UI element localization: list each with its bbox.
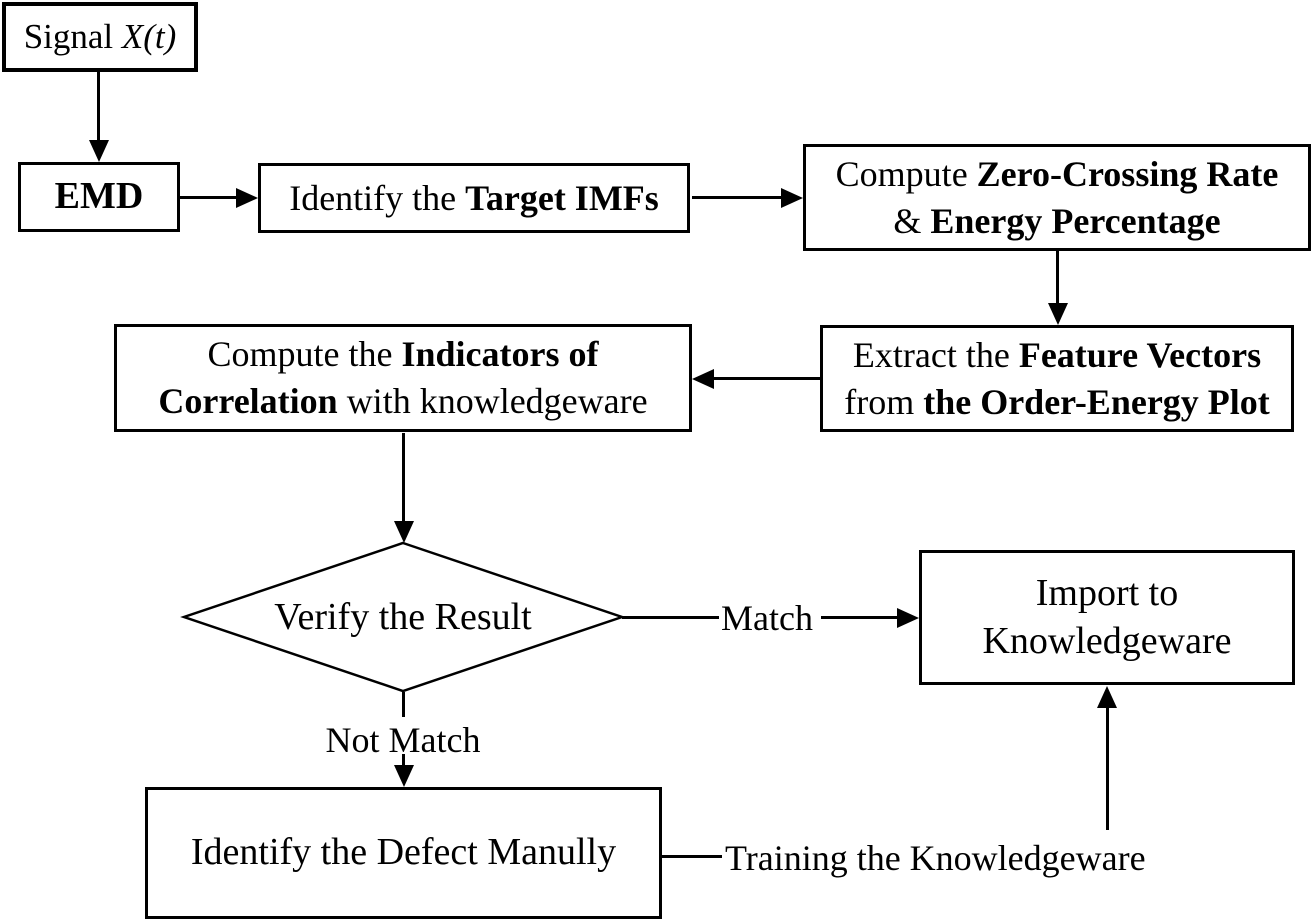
edge-extract-indicators-line	[713, 377, 820, 380]
indicators-line1-bold: Indicators of	[401, 334, 599, 375]
edge-match-line-left	[622, 616, 719, 619]
identify-bold-text: Target IMFs	[465, 177, 659, 218]
edge-match-line-right	[821, 616, 898, 619]
node-indicators-correlation: Compute the Indicators of Correlation wi…	[114, 324, 692, 432]
arrowhead-down-icon	[394, 521, 414, 543]
identify-label-text: Identify the	[289, 177, 466, 218]
extract-line2-text: from	[844, 381, 924, 422]
arrowhead-down-icon	[1048, 303, 1068, 325]
zerocross-line2-text: &	[893, 200, 931, 241]
edge-training-line-horizontal	[662, 855, 722, 858]
edge-notmatch-line-bottom	[402, 754, 405, 766]
node-decision-verify: Verify the Result	[274, 596, 532, 638]
edge-identify-zerocross-line	[692, 196, 782, 199]
extract-line1-bold: Feature Vectors	[1018, 334, 1262, 375]
arrowhead-right-icon	[781, 188, 803, 208]
arrowhead-down-icon	[89, 140, 109, 162]
arrowhead-down-icon	[394, 765, 414, 787]
node-import-knowledgeware: Import to Knowledgeware	[919, 550, 1295, 685]
indicators-line1-text: Compute the	[207, 334, 402, 375]
zerocross-line1-text: Compute	[835, 153, 977, 194]
import-line1-text: Import to	[1035, 572, 1179, 614]
signal-math-text: X(t)	[121, 17, 177, 57]
node-emd: EMD	[18, 162, 180, 232]
zerocross-line1-bold: Zero-Crossing Rate	[976, 153, 1279, 194]
indicators-line2-text: with knowledgeware	[337, 381, 648, 421]
arrowhead-right-icon	[236, 188, 258, 208]
edge-training-line-vertical	[1106, 707, 1109, 830]
indicators-line2-bold: Correlation	[158, 381, 338, 421]
defect-label-text: Identify the Defect Manully	[190, 831, 617, 874]
extract-line2-bold: the Order-Energy Plot	[923, 381, 1270, 422]
decision-diamond-shape	[180, 541, 626, 693]
arrowhead-right-icon	[897, 608, 919, 628]
zerocross-line2-bold: Energy Percentage	[930, 200, 1221, 241]
node-signal: Signal X(t)	[2, 2, 198, 72]
edge-notmatch-line-top	[402, 692, 405, 717]
arrowhead-up-icon	[1097, 686, 1117, 708]
import-line2-text: Knowledgeware	[982, 619, 1232, 662]
extract-line1-text: Extract the	[852, 334, 1019, 375]
edge-label-training: Training the Knowledgeware	[725, 838, 1146, 878]
node-identify-defect: Identify the Defect Manully	[145, 787, 662, 919]
node-identify-imfs: Identify the Target IMFs	[258, 163, 690, 233]
arrowhead-left-icon	[692, 369, 714, 389]
edge-signal-emd-line	[97, 72, 100, 142]
edge-zerocross-extract-line	[1056, 251, 1059, 305]
edge-indicators-decision-line	[402, 433, 405, 523]
node-zero-crossing: Compute Zero-Crossing Rate & Energy Perc…	[803, 144, 1311, 251]
node-extract-features: Extract the Feature Vectors from the Ord…	[820, 325, 1294, 432]
emd-label-text: EMD	[54, 175, 144, 218]
signal-label-text: Signal	[23, 17, 122, 57]
edge-label-match: Match	[721, 598, 813, 638]
edge-emd-identify-line	[180, 196, 238, 199]
edge-label-not-match: Not Match	[325, 720, 481, 760]
